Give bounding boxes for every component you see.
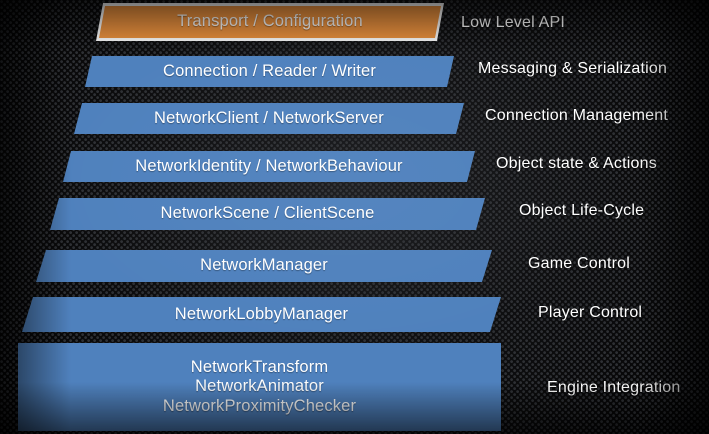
network-scene-band-label: NetworkScene / ClientScene <box>160 204 375 223</box>
side-label-object-state-actions: Object state & Actions <box>496 155 657 172</box>
network-lobby-manager-band[interactable]: NetworkLobbyManager <box>22 297 501 332</box>
network-client-server-band[interactable]: NetworkClient / NetworkServer <box>74 103 464 134</box>
network-lobby-manager-band-label: NetworkLobbyManager <box>174 304 349 323</box>
engine-components-band-label: NetworkTransform NetworkAnimator Network… <box>162 357 357 415</box>
side-label-game-control: Game Control <box>528 255 630 272</box>
engine-components-band[interactable]: NetworkTransform NetworkAnimator Network… <box>18 343 501 431</box>
side-label-messaging-serialization: Messaging & Serialization <box>478 60 668 77</box>
network-scene-band[interactable]: NetworkScene / ClientScene <box>50 198 485 230</box>
side-label-low-level-api: Low Level API <box>461 14 565 31</box>
transport-band[interactable]: Transport / Configuration <box>99 6 441 38</box>
network-identity-behaviour-band[interactable]: NetworkIdentity / NetworkBehaviour <box>63 151 475 182</box>
transport-band-label: Transport / Configuration <box>177 12 363 31</box>
network-manager-band[interactable]: NetworkManager <box>36 250 492 282</box>
network-client-server-band-label: NetworkClient / NetworkServer <box>154 108 384 127</box>
network-manager-band-label: NetworkManager <box>200 256 328 275</box>
side-label-connection-management: Connection Management <box>485 107 668 124</box>
connection-band-label: Connection / Reader / Writer <box>163 61 376 80</box>
network-identity-behaviour-band-label: NetworkIdentity / NetworkBehaviour <box>135 156 403 175</box>
side-label-player-control: Player Control <box>538 304 643 321</box>
side-label-engine-integration: Engine Integration <box>547 379 681 396</box>
side-label-object-life-cycle: Object Life-Cycle <box>519 202 645 219</box>
connection-band[interactable]: Connection / Reader / Writer <box>85 56 454 87</box>
